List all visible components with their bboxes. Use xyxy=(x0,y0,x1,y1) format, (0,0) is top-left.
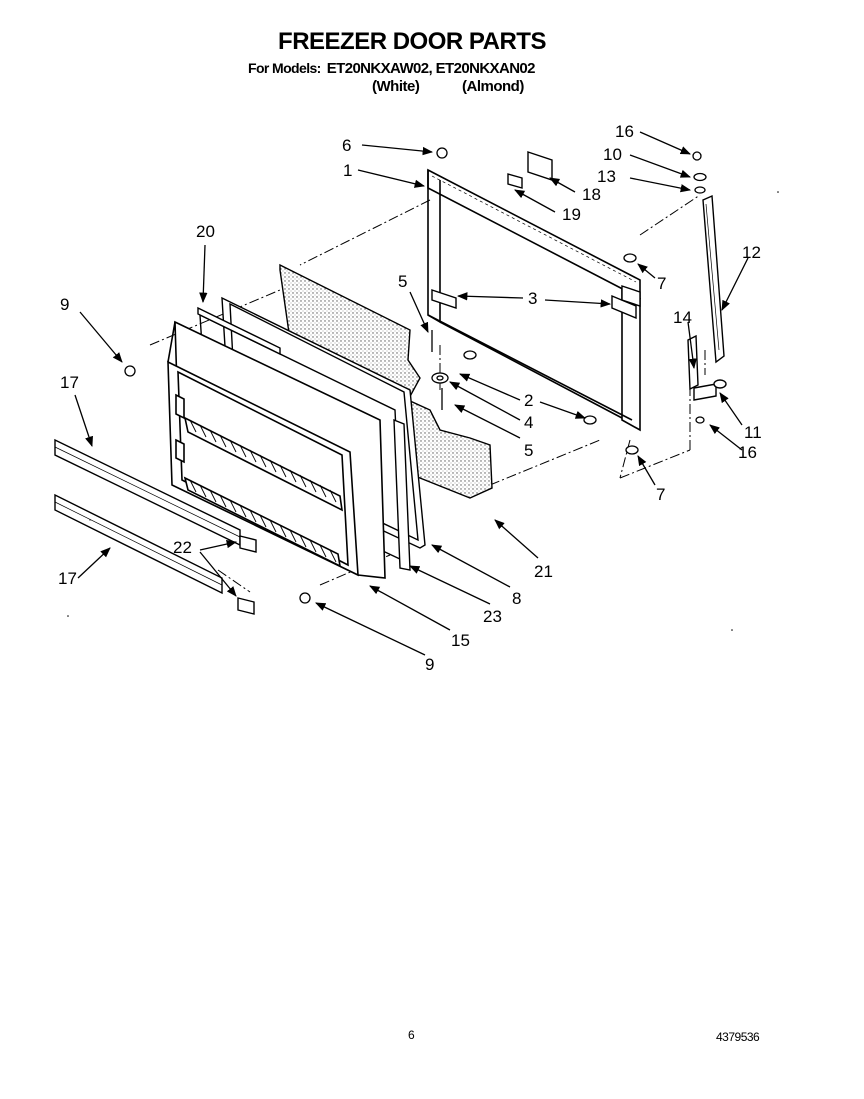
callout-16b: 16 xyxy=(738,443,757,462)
callout-21: 21 xyxy=(534,562,553,581)
callout-labels: 6 1 18 19 16 10 13 12 7 20 5 3 9 14 2 4 … xyxy=(58,122,762,674)
hinge-cover-12 xyxy=(702,194,725,364)
callout-7b: 7 xyxy=(656,485,665,504)
document-number: 4379536 xyxy=(716,1030,760,1044)
callout-6: 6 xyxy=(342,136,351,155)
print-specks xyxy=(67,191,779,631)
inner-door-panel xyxy=(427,168,641,432)
strip-20 xyxy=(197,306,281,356)
callout-11: 11 xyxy=(744,423,762,442)
callout-10: 10 xyxy=(603,145,622,164)
callout-9a: 9 xyxy=(60,295,69,314)
color-white: (White) xyxy=(372,78,420,95)
callout-15: 15 xyxy=(451,631,470,650)
callout-5a: 5 xyxy=(398,272,407,291)
page-number: 6 xyxy=(408,1028,415,1042)
models-label: For Models: xyxy=(248,60,321,76)
callout-3: 3 xyxy=(528,289,537,308)
outer-door-shell-15 xyxy=(167,320,386,579)
page-title: FREEZER DOOR PARTS xyxy=(278,28,546,55)
callout-leaders xyxy=(74,131,749,656)
callout-17a: 17 xyxy=(60,373,79,392)
callout-4: 4 xyxy=(524,413,533,432)
callout-8: 8 xyxy=(512,589,521,608)
hardware xyxy=(124,147,707,604)
callout-5b: 5 xyxy=(524,441,533,460)
color-almond: (Almond) xyxy=(462,78,524,95)
end-caps-22 xyxy=(237,535,257,615)
callout-19: 19 xyxy=(562,205,581,224)
assembly-lines xyxy=(149,194,706,593)
callout-12: 12 xyxy=(742,243,761,262)
callout-13: 13 xyxy=(597,167,616,186)
hinge-bracket-3 xyxy=(431,285,641,320)
callout-18: 18 xyxy=(582,185,601,204)
callout-7a: 7 xyxy=(657,274,666,293)
model-numbers: ET20NKXAW02, ET20NKXAN02 xyxy=(326,60,536,77)
callout-23: 23 xyxy=(483,607,502,626)
callout-17b: 17 xyxy=(58,569,77,588)
callout-14: 14 xyxy=(673,308,692,327)
callout-16a: 16 xyxy=(615,122,634,141)
callout-2: 2 xyxy=(524,391,533,410)
label-18-19 xyxy=(507,151,553,189)
callout-9b: 9 xyxy=(425,655,434,674)
callout-20: 20 xyxy=(196,222,215,241)
callout-1: 1 xyxy=(343,161,352,180)
models-line: For Models: ET20NKXAW02, ET20NKXAN02 xyxy=(248,60,536,77)
callout-22: 22 xyxy=(173,538,192,557)
